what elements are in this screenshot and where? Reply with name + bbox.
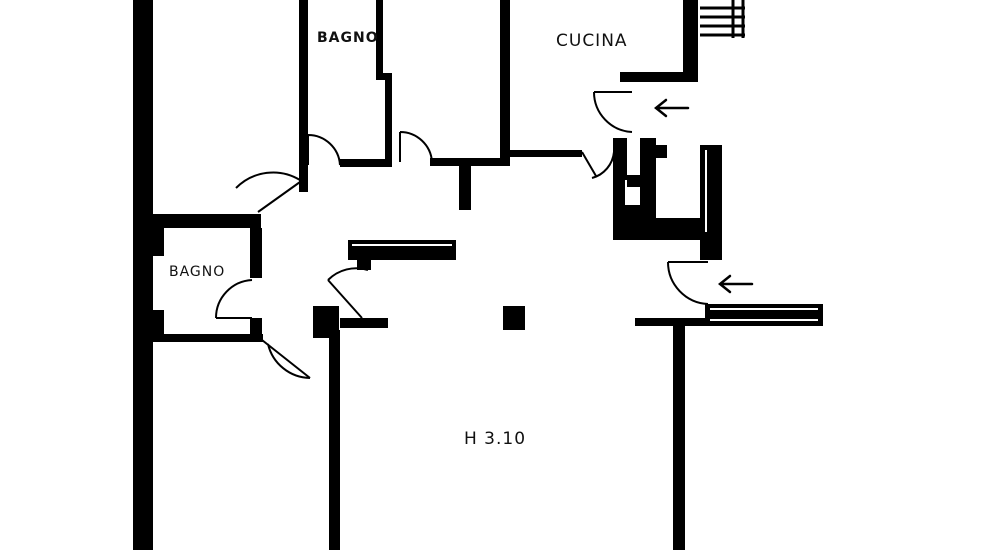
wall-bagno-left-side [152,228,164,256]
door-closet [399,130,433,163]
door-bagno-top [307,133,341,166]
door-bedroom-upper [235,171,301,213]
wall-corridor-top-2 [430,158,510,166]
arrow-kitchen-entry [653,98,690,118]
wall-kitchen-right-top [683,0,698,80]
wall-kitchen-right-step [620,72,698,82]
label-bagno-top: BAGNO [317,30,379,46]
door-entrance [666,261,709,305]
arrow-main-entry [717,274,754,294]
door-bagno-left [214,279,253,319]
wall-stub [459,165,471,210]
wall-bagno-top-step [376,73,392,80]
wall-kitchen-bottom [510,150,582,157]
label-cucina: CUCINA [556,31,628,51]
wall-living-right [673,320,685,550]
wall-bagno-left-right-upper [250,228,262,278]
wall-service-left-lower [613,218,713,240]
walls [133,0,823,550]
label-bagno-left: BAGNO [169,264,225,280]
wall-corridor-top-1 [340,159,392,167]
arrows [653,98,754,294]
wall-bagno-left-side-lower [152,310,164,334]
doors [214,91,709,379]
wall-service-box-2 [620,205,640,219]
wall-living-left [329,330,340,550]
wall-service-box [620,175,640,187]
wall-bagno-left-top [153,214,261,228]
wall-bagno-left-bottom [153,334,263,342]
door-bedroom-lower [261,339,311,379]
door-kitchen [592,91,633,133]
wall-closet-right [500,0,510,165]
wall-service-inner-top [640,138,656,220]
wall-bagno-top-right-lower [385,73,392,165]
column-center [503,306,525,330]
beam-center-drop [357,258,371,270]
exterior-left-wall [133,0,153,550]
beam-center [348,240,456,260]
door-hall [327,267,369,319]
stairs [700,0,745,38]
wall-entrance-outside [705,304,823,326]
wall-bagno-top-right [376,0,383,80]
label-height: H 3.10 [464,429,526,449]
wall-details [352,150,818,321]
wall-hall-low [340,318,388,328]
wall-service-inner-cap [655,145,667,158]
wall-living-top-right [635,318,740,326]
wall-service-right [700,145,722,260]
door-kitchen-hall [581,151,615,179]
wall-bagno-top-left [299,0,308,192]
